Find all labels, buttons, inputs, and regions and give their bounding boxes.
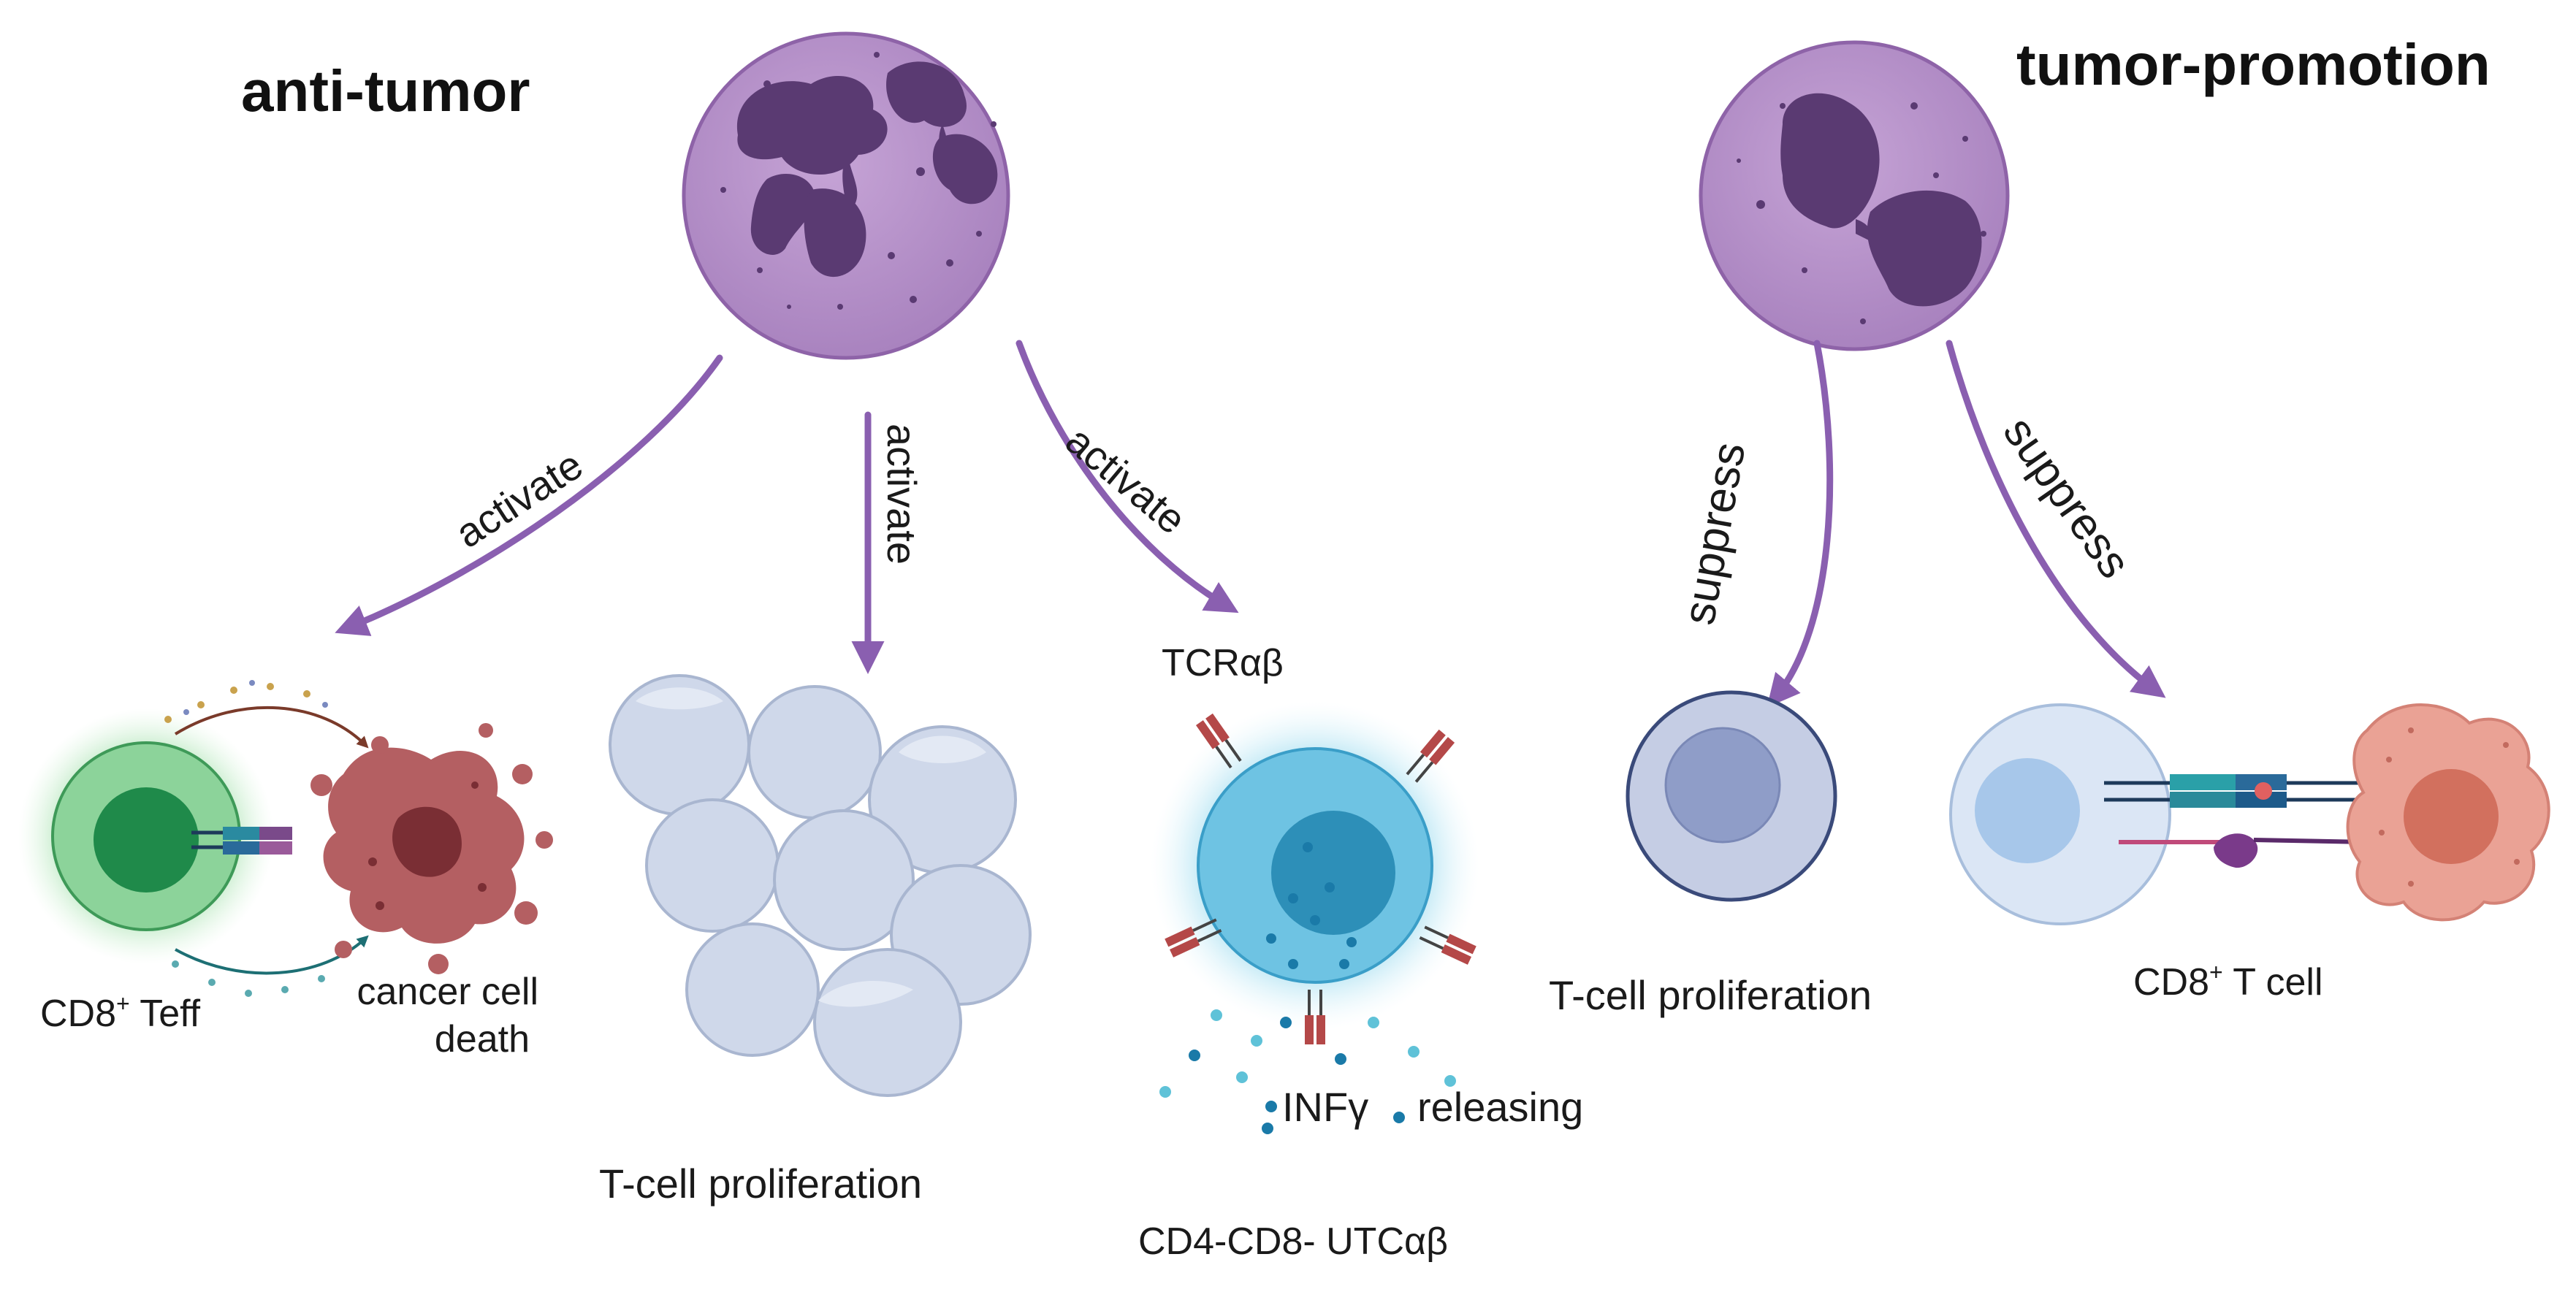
label-cd8-tcell: CD8+ T cell xyxy=(2133,959,2323,1004)
label-cancer-cell-death: cancer cell death xyxy=(357,971,549,1060)
bilobed-nucleus xyxy=(1780,93,1982,307)
label-releasing: releasing xyxy=(1417,1084,1583,1130)
label-ifn-gamma: INFγ xyxy=(1282,1084,1368,1130)
label-utc-alpha-beta: CD4-CD8- UTCαβ xyxy=(1138,1220,1448,1263)
neutrophil-tumor-promotion xyxy=(1699,40,2010,351)
receptor-ligand-complex xyxy=(2104,774,2368,868)
granules xyxy=(720,52,997,310)
arrow-suppress-left xyxy=(1767,340,1834,708)
neutrophil-anti-tumor xyxy=(682,31,1010,360)
cd8-teff-cell xyxy=(18,708,274,964)
proliferating-tcell-highlights xyxy=(636,687,986,1007)
arrow-label-suppress-right: suppress xyxy=(1994,408,2141,587)
heading-anti-tumor: anti-tumor xyxy=(241,58,530,123)
arrow-suppress-right xyxy=(1946,340,2166,698)
tcr-receptors xyxy=(1165,713,1476,1044)
tcr-mhc-synapse xyxy=(191,827,292,855)
arrow-activate-right xyxy=(1015,340,1239,613)
segmented-nucleus xyxy=(736,61,998,278)
label-tcell-proliferation-left: T-cell proliferation xyxy=(599,1161,922,1207)
label-cd8-teff: CD8+ Teff xyxy=(40,990,201,1035)
arrow-label-activate-middle: activate xyxy=(879,424,925,565)
arrow-label-suppress-left: suppress xyxy=(1674,439,1756,629)
cd8-tcell-suppressed xyxy=(1949,703,2171,925)
label-tcr-alpha-beta: TCRαβ xyxy=(1162,642,1284,684)
utc-cell xyxy=(1151,701,1479,1030)
granules-right xyxy=(1737,102,1986,324)
label-tcell-proliferation-right: T-cell proliferation xyxy=(1549,972,1872,1018)
suppressed-tcell xyxy=(1626,690,1837,902)
dying-cancer-cell xyxy=(310,723,553,974)
arrow-activate-left xyxy=(335,354,723,636)
ifn-gamma-particles xyxy=(1159,1009,1456,1134)
tumor-cell xyxy=(2346,703,2550,922)
heading-tumor-promotion: tumor-promotion xyxy=(2016,32,2491,97)
proliferating-tcell-cluster xyxy=(609,674,1032,1097)
